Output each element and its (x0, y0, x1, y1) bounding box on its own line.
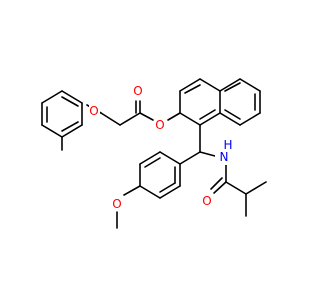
bond (41, 124, 63, 138)
bond (219, 78, 241, 92)
bond (61, 90, 83, 104)
bond (199, 112, 221, 126)
atom-o-ester: O (154, 118, 166, 132)
atom-label-h: H (223, 138, 232, 152)
bond (41, 90, 63, 104)
atom-label-o: O (112, 197, 121, 211)
bond (123, 185, 141, 196)
atom-n-amide: H N (215, 138, 237, 165)
bond (119, 112, 141, 126)
bond-double (61, 121, 79, 132)
bond (100, 112, 121, 126)
atom-o-carbonyl-ester: O (132, 84, 144, 98)
bond-carbonyl (213, 181, 227, 194)
methoxyphenyl-ring (139, 151, 181, 199)
bond-double (199, 109, 216, 120)
bond-double (159, 182, 176, 193)
bond (179, 78, 201, 92)
atom-label-o: O (202, 194, 211, 208)
bond (179, 112, 201, 126)
bond (199, 151, 216, 157)
atom-label-n: N (220, 150, 229, 164)
bond (139, 151, 161, 165)
phenyl-ring (41, 90, 83, 138)
bond (139, 112, 154, 121)
bond-carbonyl (210, 177, 223, 190)
atom-label-o: O (89, 104, 98, 118)
bond (239, 112, 261, 126)
bond (167, 112, 181, 121)
bond (61, 124, 83, 138)
bond (199, 78, 221, 92)
atom-o-ether-phenoxy: O (89, 103, 100, 118)
bond (219, 112, 241, 126)
bond (239, 78, 261, 92)
bond (159, 185, 181, 199)
bond (139, 185, 161, 199)
atom-o-amide: O (201, 193, 213, 208)
bond-double (224, 82, 241, 92)
atom-label-o: O (133, 84, 142, 98)
atom-label-o: O (155, 118, 164, 132)
structure-svg: O O O O O H N (41, 78, 267, 229)
bond (179, 151, 201, 165)
bond-double (61, 96, 79, 107)
bond (225, 181, 247, 195)
bond (159, 151, 181, 165)
molecule-diagram: O O O O O H N (41, 78, 267, 229)
atom-o-methoxy: O (111, 196, 123, 211)
bond-double (224, 109, 241, 120)
bond-double (184, 84, 201, 94)
bond-double (144, 157, 161, 168)
naphthalene (179, 78, 261, 126)
bond (245, 181, 267, 195)
